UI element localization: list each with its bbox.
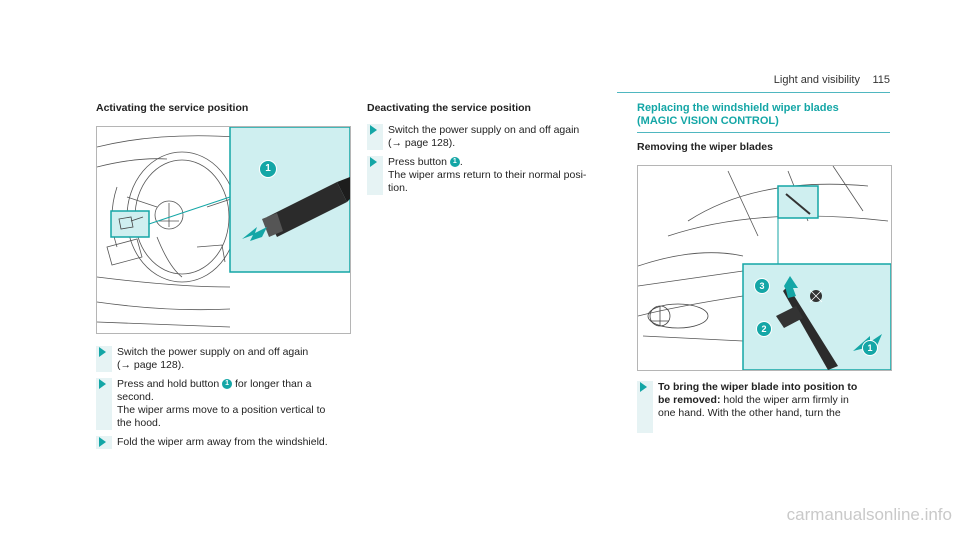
car-wiper-illustration	[638, 166, 891, 370]
step-fold-arm: Fold the wiper arm away from the windshi…	[96, 436, 358, 449]
step-text: for longer than a	[235, 378, 312, 390]
badge-1: 1	[862, 340, 878, 356]
badge-3: 3	[754, 278, 770, 294]
step-text: The wiper arms move to a position vertic…	[117, 404, 326, 416]
step-arrow-icon	[99, 437, 106, 447]
badge-1: 1	[222, 379, 233, 390]
step-text: The wiper arms return to their normal po…	[388, 169, 587, 181]
step-arrow-icon	[370, 125, 377, 135]
step-arrow-icon	[370, 157, 377, 167]
heading-deactivating: Deactivating the service position	[367, 102, 531, 114]
section-title: Light and visibility	[773, 74, 860, 86]
step-text: .	[459, 156, 463, 168]
step-press-button: Press button 1. The wiper arms return to…	[367, 156, 617, 195]
step-switch-power: Switch the power supply on and off again…	[96, 346, 356, 372]
step-text: second.	[117, 391, 154, 403]
step-text: tion.	[388, 182, 408, 194]
step-text: Switch the power supply on and off again	[388, 124, 580, 136]
watermark: carmanualsonline.info	[786, 505, 952, 524]
step-text: Switch the power supply on and off again	[117, 346, 309, 358]
badge-2: 2	[756, 321, 772, 337]
step-bring-blade: To bring the wiper blade into position t…	[637, 381, 890, 433]
heading-line: (MAGIC VISION CONTROL)	[637, 115, 779, 127]
badge-1: 1	[259, 160, 277, 178]
step-arrow-icon	[640, 382, 647, 392]
step-text: Fold the wiper arm away from the windshi…	[117, 436, 328, 448]
step-text: be removed:	[658, 394, 721, 406]
step-arrow-icon	[99, 347, 106, 357]
heading-activating: Activating the service position	[96, 102, 249, 114]
step-text: (→ page 128).	[117, 359, 185, 371]
step-text: Press and hold button	[117, 378, 220, 390]
step-text: Press button	[388, 156, 447, 168]
step-text: the hood.	[117, 417, 161, 429]
step-press-hold: Press and hold button 1 for longer than …	[96, 378, 356, 430]
step-arrow-icon	[99, 379, 106, 389]
badge-1: 1	[449, 157, 460, 168]
heading-rule	[637, 132, 890, 133]
heading-replacing: Replacing the windshield wiper blades (M…	[637, 102, 890, 128]
step-switch-power-2: Switch the power supply on and off again…	[367, 124, 617, 150]
steering-wheel-illustration	[97, 127, 350, 328]
step-text: hold the wiper arm firmly in	[720, 394, 849, 406]
page-header: Light and visibility 115	[617, 70, 890, 93]
figure-steering-wheel: 1	[96, 126, 351, 334]
subheading-removing: Removing the wiper blades	[637, 141, 773, 153]
heading-line: Replacing the windshield wiper blades	[637, 102, 839, 114]
step-text: (→ page 128).	[388, 137, 456, 149]
step-text: one hand. With the other hand, turn the	[658, 407, 841, 419]
figure-car-wiper: 3 2 1	[637, 165, 892, 371]
page-number: 115	[872, 74, 890, 86]
step-text: To bring the wiper blade into position t…	[658, 381, 858, 393]
